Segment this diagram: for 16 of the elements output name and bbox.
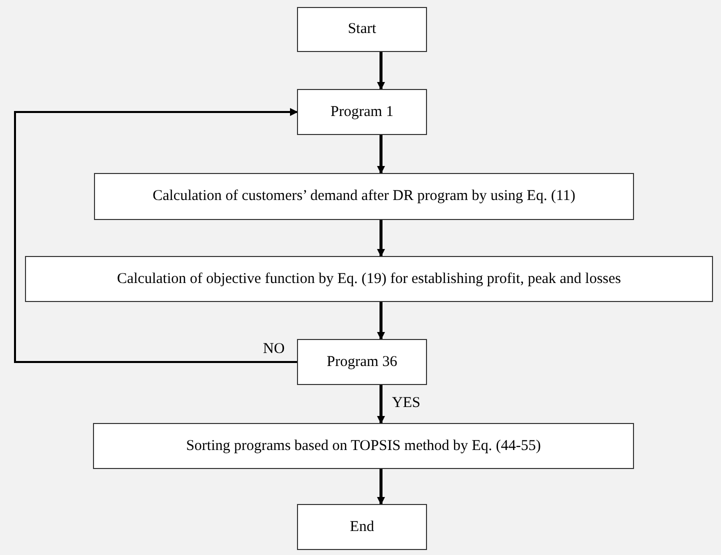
process-box: Program 36 <box>297 339 427 385</box>
process-box: Calculation of objective function by Eq. (19) for establishing profit, peak and losses <box>25 256 713 302</box>
process-box: Start <box>297 7 427 52</box>
arrow <box>377 52 385 90</box>
arrow <box>377 385 385 424</box>
process-box: Program 1 <box>297 89 427 135</box>
process-box: End <box>297 504 427 550</box>
arrow <box>14 108 298 363</box>
arrow <box>377 220 385 257</box>
edge-label: NO <box>263 342 285 357</box>
process-box: Sorting programs based on TOPSIS method by Eq. (44-55) <box>93 423 634 469</box>
arrow <box>377 135 385 174</box>
edge-label: YES <box>392 396 420 411</box>
process-box: Calculation of customers’ demand after DR program by using Eq. (11) <box>94 173 634 220</box>
arrow <box>377 469 385 505</box>
arrow <box>377 302 385 340</box>
